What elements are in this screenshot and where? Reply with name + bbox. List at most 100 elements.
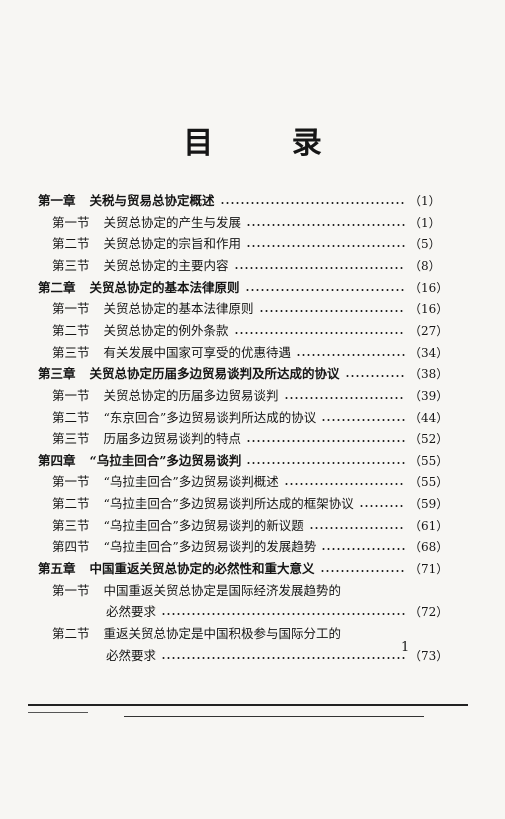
- toc-leader-dots: [246, 223, 405, 226]
- toc-entry-title: “乌拉圭回合”多边贸易谈判的新议题: [103, 517, 304, 533]
- toc-entry-number: 第二节: [52, 409, 90, 425]
- toc-leader-dots: [284, 396, 405, 399]
- toc-entry-number: 第二节: [52, 626, 90, 641]
- toc-chapter-row: 第一章关税与贸易总协定概述 （1）: [0, 191, 505, 211]
- toc-entry-title: “乌拉圭回合”多边贸易谈判所达成的框架协议: [103, 496, 354, 512]
- toc-section-row: 第三节“乌拉圭回合”多边贸易谈判的新议题（61）: [0, 516, 505, 536]
- toc-entry-title: 必然要求: [106, 647, 157, 663]
- toc-entry-title: 中国重返关贸总协定的必然性和重大意义: [89, 561, 315, 577]
- toc-leader-dots: [245, 288, 405, 291]
- footer-rule-short: [28, 712, 88, 713]
- toc-entry-title: 关贸总协定的宗旨和作用: [103, 236, 242, 252]
- toc-entry-number: 第四章: [38, 452, 76, 468]
- toc-entry-number: 第二节: [52, 322, 90, 338]
- toc-leader-dots: [321, 548, 405, 551]
- toc-entry-title: “乌拉圭回合”多边贸易谈判: [89, 452, 242, 468]
- toc-leader-dots: [359, 505, 405, 508]
- toc-page-ref: （16）: [409, 302, 449, 317]
- toc-section-row: 第一节 “乌拉圭回合”多边贸易谈判概述 （55）: [0, 472, 505, 492]
- toc-entry-title: “乌拉圭回合”多边贸易谈判概述: [103, 474, 279, 490]
- toc-section-row: 必然要求 （72）: [0, 602, 505, 622]
- toc-entry-title: 关贸总协定的基本法律原则: [89, 279, 240, 295]
- toc-section-row: 第二节关贸总协定的例外条款 （27）: [0, 321, 505, 341]
- toc-section-row: 第一节关贸总协定的历届多边贸易谈判（39）: [0, 386, 505, 406]
- toc-entry-title: 关贸总协定的主要内容: [103, 257, 229, 273]
- toc-entry-title: 历届多边贸易谈判的特点: [103, 431, 242, 447]
- toc-section-row: 第二节关贸总协定的宗旨和作用 （5）: [0, 234, 505, 254]
- toc-page-ref: （8）: [409, 258, 441, 273]
- toc-page-ref: （55）: [409, 475, 449, 490]
- toc-entry-number: 第二节: [52, 236, 90, 252]
- toc-page-ref: （73）: [409, 648, 449, 663]
- toc-page-ref: （44）: [409, 410, 449, 425]
- toc-page-ref: （55）: [409, 453, 449, 468]
- toc-page-ref: （1）: [409, 194, 441, 208]
- toc-leader-dots: [309, 526, 405, 529]
- toc-entry-title: 关贸总协定的基本法律原则: [103, 301, 254, 317]
- toc-entry-number: 第三节: [52, 344, 90, 360]
- toc-chapter-row: 第五章中国重返关贸总协定的必然性和重大意义（71）: [0, 559, 505, 579]
- toc-page-ref: （1）: [409, 215, 441, 230]
- toc-leader-dots: [259, 310, 405, 313]
- toc-entry-title: 关贸总协定的产生与发展: [103, 214, 242, 230]
- toc-section-row: 第三节有关发展中国家可享受的优惠待遇 （34）: [0, 343, 505, 363]
- toc-entry-title: 关贸总协定的历届多边贸易谈判: [103, 387, 279, 403]
- toc-entry-title: 必然要求: [106, 604, 157, 620]
- page-number: 1: [401, 640, 410, 655]
- toc-section-row: 第二节重返关贸总协定是中国积极参与国际分工的: [0, 624, 505, 644]
- toc-entry-number: 第四节: [52, 539, 90, 555]
- toc-section-row: 第二节 “东京回合”多边贸易谈判所达成的协议 （44）: [0, 408, 505, 428]
- toc-page-ref: （68）: [409, 540, 449, 555]
- toc-page-ref: （27）: [409, 323, 449, 338]
- toc-leader-dots: [246, 440, 405, 443]
- toc-entry-number: 第二章: [38, 279, 76, 295]
- toc-section-row: 第二节 “乌拉圭回合”多边贸易谈判所达成的框架协议 （59）: [0, 494, 505, 514]
- toc-entry-number: 第三节: [52, 431, 90, 447]
- toc-page-ref: （16）: [409, 280, 449, 295]
- toc-entry-number: 第二节: [52, 496, 90, 512]
- toc-page-ref: （38）: [409, 367, 449, 382]
- toc-leader-dots: [296, 353, 405, 356]
- toc-page-ref: （61）: [409, 518, 449, 533]
- toc-page-ref: （5）: [409, 237, 441, 252]
- toc-entry-title: 重返关贸总协定是中国积极参与国际分工的: [103, 626, 342, 641]
- toc-page-ref: （59）: [409, 497, 449, 512]
- toc-section-row: 第一节关贸总协定的基本法律原则 （16）: [0, 299, 505, 319]
- toc-entry-title: “东京回合”多边贸易谈判所达成的协议: [103, 409, 317, 425]
- toc-section-row: 第一节中国重返关贸总协定是国际经济发展趋势的: [0, 581, 505, 601]
- toc-entry-number: 第一节: [52, 387, 90, 403]
- toc-leader-dots: [321, 418, 405, 421]
- toc-leader-dots: [234, 331, 405, 334]
- toc-entry-number: 第三节: [52, 257, 90, 273]
- toc-leader-dots: [161, 613, 405, 616]
- toc-section-row: 必然要求 （73）: [0, 646, 505, 666]
- toc-leader-dots: [161, 656, 405, 659]
- toc-entry-title: 中国重返关贸总协定是国际经济发展趋势的: [103, 582, 342, 598]
- toc-entry-title: “乌拉圭回合”多边贸易谈判的发展趋势: [103, 539, 317, 555]
- toc-entry-title: 关税与贸易总协定概述: [89, 193, 215, 208]
- toc-page-ref: （52）: [409, 432, 449, 447]
- toc-leader-dots: [345, 375, 405, 378]
- toc-chapter-row: 第二章关贸总协定的基本法律原则 （16）: [0, 278, 505, 298]
- toc-leader-dots: [234, 266, 405, 269]
- toc-leader-dots: [246, 461, 405, 464]
- toc-leader-dots: [320, 570, 405, 573]
- toc-page-ref: （72）: [409, 605, 449, 620]
- toc-entry-number: 第一节: [52, 474, 90, 490]
- toc-section-row: 第三节关贸总协定的主要内容 （8）: [0, 256, 505, 276]
- toc-entry-title: 有关发展中国家可享受的优惠待遇: [103, 344, 292, 360]
- toc-page-ref: （34）: [409, 345, 449, 360]
- toc-entry-number: 第一节: [52, 214, 90, 230]
- toc-entry-number: 第一章: [38, 193, 76, 208]
- toc-section-row: 第三节历届多边贸易谈判的特点 （52）: [0, 429, 505, 449]
- toc-section-row: 第四节 “乌拉圭回合”多边贸易谈判的发展趋势 （68）: [0, 537, 505, 557]
- toc-entry-title: 关贸总协定历届多边贸易谈判及所达成的协议: [89, 366, 340, 382]
- toc-leader-dots: [284, 483, 405, 486]
- footer-rule-lower: [124, 716, 424, 717]
- toc-chapter-row: 第四章 “乌拉圭回合”多边贸易谈判 （55）: [0, 451, 505, 471]
- toc-leader-dots: [246, 245, 405, 248]
- toc-entry-number: 第一节: [52, 301, 90, 317]
- toc-entry-number: 第一节: [52, 582, 90, 598]
- footer-rule: [28, 704, 468, 706]
- toc-entry-title: 关贸总协定的例外条款: [103, 322, 229, 338]
